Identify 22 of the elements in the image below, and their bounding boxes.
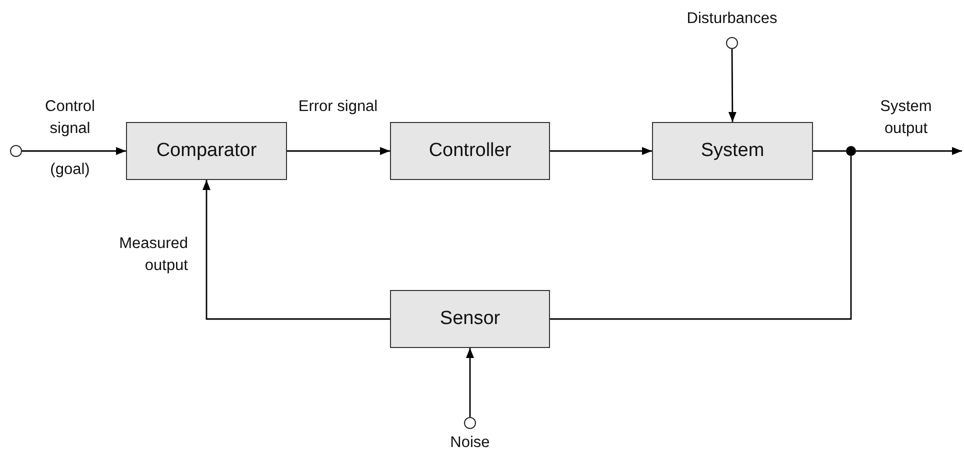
terminal-label: Disturbances [686, 9, 778, 29]
signal-label: (goal) [49, 160, 91, 180]
signal-label: Error signal [298, 97, 378, 117]
process-box: Comparator [126, 122, 287, 180]
arrow [202, 180, 390, 320]
junction-dot [846, 146, 856, 156]
signal-label: Control signal [44, 97, 96, 139]
signal-label: Measured output [118, 234, 188, 276]
arrow [287, 147, 390, 155]
process-box: Sensor [390, 290, 550, 348]
arrow [550, 147, 652, 155]
process-box: Controller [390, 122, 550, 180]
input-terminal [726, 37, 738, 49]
signal-label: System output [879, 97, 933, 139]
input-terminal [464, 417, 476, 429]
arrow [466, 348, 474, 417]
input-terminal [10, 145, 22, 157]
arrow [856, 147, 962, 155]
terminal-label: Noise [449, 433, 491, 453]
process-box: System [652, 122, 813, 180]
arrow [22, 147, 126, 155]
arrow [728, 49, 736, 122]
